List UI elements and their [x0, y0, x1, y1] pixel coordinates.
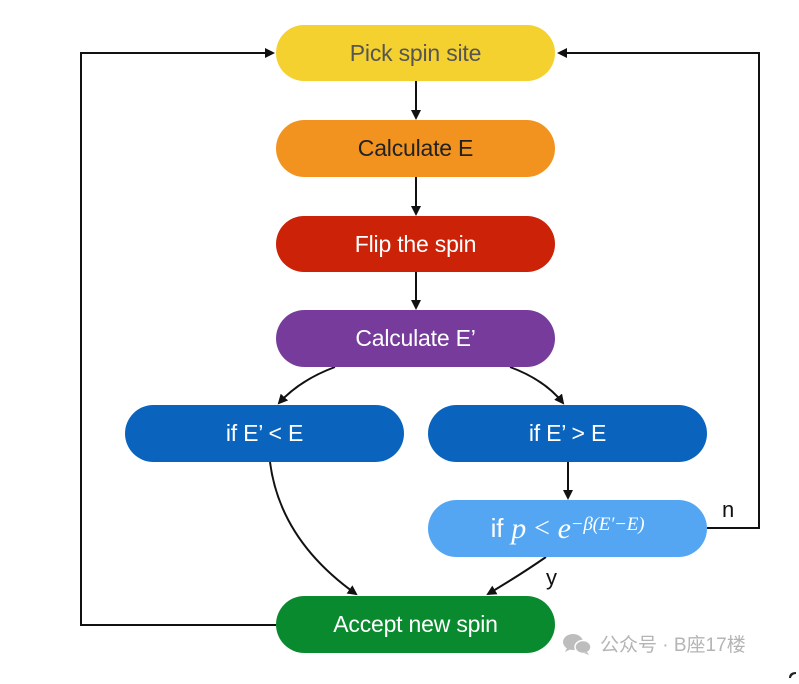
node-accept-new-spin: Accept new spin [276, 596, 555, 653]
node-label: Pick spin site [349, 39, 482, 66]
node-if-higher-energy: if E’ > E [428, 405, 707, 462]
edge-prob-to-accept [486, 556, 547, 596]
prob-variable: p [511, 511, 527, 545]
node-pick-spin-site: Pick spin site [276, 25, 555, 81]
watermark-text: 公众号 · B座17楼 [600, 635, 746, 656]
edge-lower-to-accept [269, 461, 358, 596]
edge-label-no: n [722, 497, 735, 522]
node-calculate-e: Calculate E [276, 120, 555, 177]
edge-calc-e2-to-lower [277, 366, 336, 405]
edge-calc-e2-to-higher [509, 366, 565, 405]
node-label: Accept new spin [333, 611, 498, 637]
prob-base: e [557, 511, 571, 545]
node-probability-test: if p < e −β(E′−E) [428, 500, 707, 557]
wechat-icon [562, 633, 592, 655]
prob-exponent: −β(E′−E) [570, 513, 645, 535]
edge-accept-to-pick-loop [80, 48, 276, 626]
edge-prob-to-pick-loop [557, 48, 760, 529]
node-flip-the-spin: Flip the spin [276, 216, 555, 272]
node-calculate-e-prime: Calculate E’ [276, 310, 555, 367]
edge-label-yes: y [546, 565, 557, 590]
node-if-lower-energy: if E’ < E [125, 405, 404, 462]
prob-operator: < [534, 512, 550, 544]
node-label: Flip the spin [354, 230, 477, 257]
corner-resize-icon [788, 666, 798, 678]
node-label: Calculate E [357, 135, 474, 161]
node-label: Calculate E’ [355, 325, 476, 351]
node-label: if E’ > E [528, 420, 607, 446]
watermark: 公众号 · B座17楼 [562, 630, 746, 657]
prob-prefix: if [490, 513, 504, 543]
node-label: if E’ < E [225, 420, 304, 446]
